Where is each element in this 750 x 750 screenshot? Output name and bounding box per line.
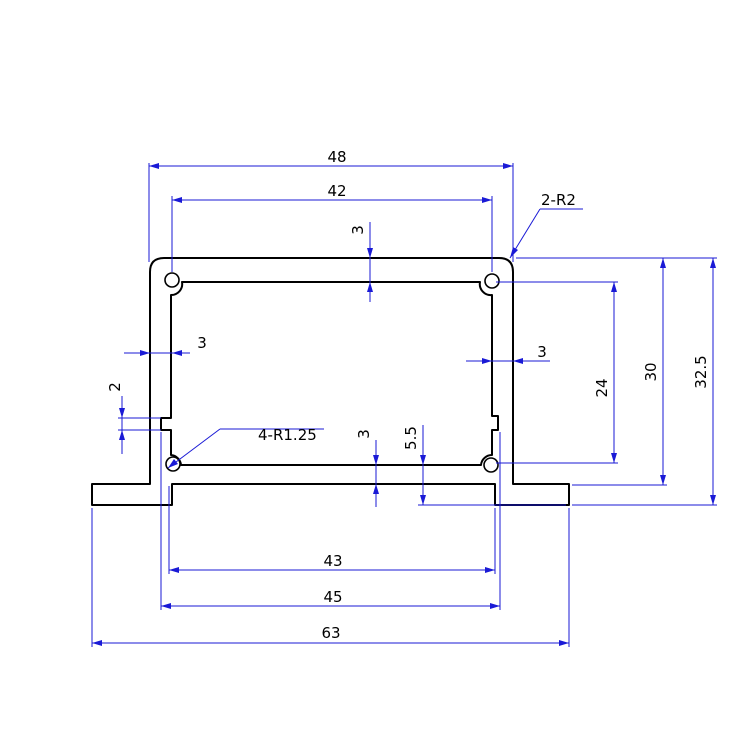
screw-hole-top-left <box>164 272 180 288</box>
dimension-text: 2-R2 <box>541 191 576 209</box>
screw-hole-bottom-left <box>165 456 181 472</box>
dimension-left-wall: 3 <box>124 334 207 356</box>
dimension-text: 24 <box>593 378 611 397</box>
dimension-text: 32.5 <box>692 355 710 388</box>
dimension-top-wall: 3 <box>349 222 373 302</box>
dimension-bottom-width: 45 <box>160 432 501 610</box>
dimension-text: 5.5 <box>402 426 420 450</box>
dimension-text: 3 <box>349 225 367 235</box>
dimension-text: 43 <box>323 552 342 570</box>
dimension-overall-top-width: 48 <box>148 148 514 262</box>
dimension-text: 3 <box>197 334 207 352</box>
dimension-bottom-opening: 43 <box>168 486 496 574</box>
dimension-text: 48 <box>327 148 346 166</box>
dimension-text: 2 <box>106 382 124 392</box>
dimension-slot-height: 2 <box>106 382 161 454</box>
leader-corner-radius: 2-R2 <box>509 191 583 259</box>
dimension-text: 42 <box>327 182 346 200</box>
profile-outline <box>91 257 570 506</box>
screw-hole-bottom-right <box>483 457 499 473</box>
dimension-overall-height: 32.5 <box>572 257 717 506</box>
outer-contour <box>91 257 570 506</box>
screw-hole-top-right <box>484 273 500 289</box>
dimension-inner-top-width: 42 <box>171 182 493 272</box>
leader-screw-radius: 4-R1.25 <box>167 426 324 469</box>
dimension-text: 3 <box>355 429 373 439</box>
dimension-right-wall: 3 <box>466 343 550 364</box>
dimension-text: 63 <box>321 624 340 642</box>
dimension-flange-height: 5.5 <box>402 425 566 506</box>
dimension-body-height: 30 <box>516 257 667 486</box>
dimension-text: 3 <box>537 343 547 361</box>
dimension-text: 45 <box>323 588 342 606</box>
dimension-text: 30 <box>642 362 660 381</box>
dimension-flange-width: 63 <box>91 508 570 647</box>
dimension-inner-height: 24 <box>496 281 618 464</box>
inner-contour <box>160 281 499 466</box>
dimension-text: 4-R1.25 <box>258 426 317 444</box>
dimension-bottom-wall: 3 <box>355 429 379 507</box>
